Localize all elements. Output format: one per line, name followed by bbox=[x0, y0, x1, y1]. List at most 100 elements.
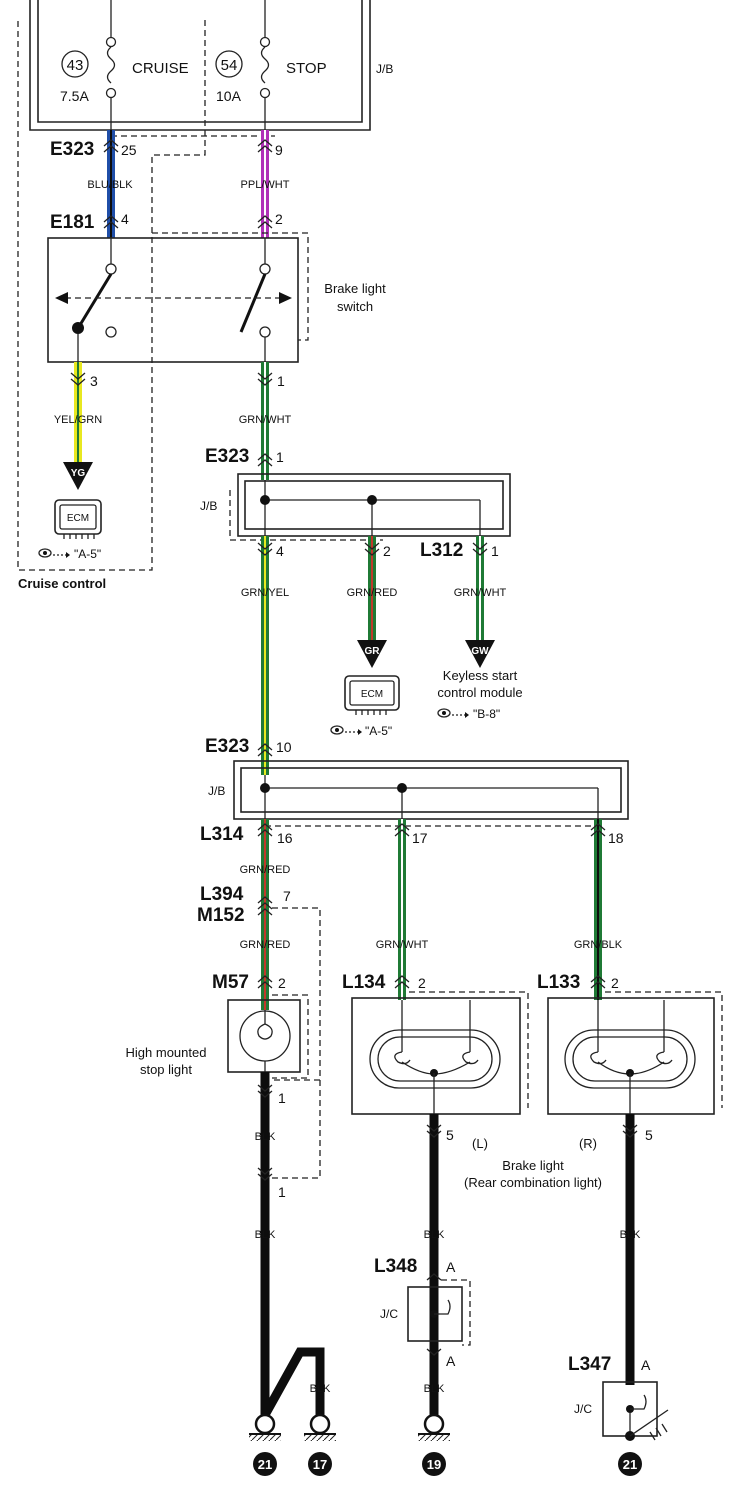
wire-label-blk: BLK bbox=[424, 1383, 445, 1395]
ground-number-19: 19 bbox=[422, 1452, 446, 1476]
ground-number-17: 17 bbox=[308, 1452, 332, 1476]
connector-e323-mid: E323 bbox=[205, 446, 249, 467]
connector-l348: L348 bbox=[374, 1256, 417, 1277]
pin-label: 9 bbox=[275, 142, 283, 158]
pin-label: 18 bbox=[608, 830, 624, 846]
pin-label: A bbox=[641, 1357, 651, 1373]
pin-label: 7 bbox=[283, 888, 291, 904]
svg-text:21: 21 bbox=[623, 1457, 637, 1472]
ref-a5-cruise: "A-5" bbox=[74, 547, 101, 561]
connector-l133: L133 bbox=[537, 972, 580, 993]
hmsl-label-line2: stop light bbox=[140, 1062, 192, 1077]
pin-label: 2 bbox=[278, 975, 286, 991]
pin-label: 5 bbox=[446, 1127, 454, 1143]
eye-icon bbox=[437, 708, 469, 718]
connector-l314: L314 bbox=[200, 824, 244, 845]
wire-label-blk: BLK bbox=[310, 1383, 331, 1395]
label-right: (R) bbox=[579, 1136, 597, 1151]
hmsl-label-line1: High mounted bbox=[126, 1045, 207, 1060]
junction-connector-l347: J/C bbox=[574, 1381, 669, 1441]
wire-label-blk: BLK bbox=[255, 1131, 276, 1143]
pin-label: 17 bbox=[412, 830, 428, 846]
pin-label: 2 bbox=[383, 543, 391, 559]
svg-text:17: 17 bbox=[313, 1457, 327, 1472]
wire-label-blu-blk: BLU/BLK bbox=[87, 179, 133, 191]
wire-label-grn-blk: GRN/BLK bbox=[574, 939, 623, 951]
connector-m57: M57 bbox=[212, 972, 249, 993]
pin-label: 2 bbox=[275, 211, 283, 227]
pin-label: 25 bbox=[121, 142, 137, 158]
svg-text:J/C: J/C bbox=[574, 1402, 592, 1416]
wire-label-grn-red: GRN/RED bbox=[240, 864, 291, 876]
fuse-number: 43 bbox=[67, 57, 84, 74]
wire-blk-hmsl bbox=[260, 1072, 325, 1418]
bulb-icon bbox=[257, 1010, 273, 1040]
fuse-element bbox=[260, 46, 270, 84]
ecm-cruise: ECM bbox=[54, 499, 102, 539]
ground-number-21: 21 bbox=[253, 1452, 277, 1476]
fuse-element bbox=[106, 46, 116, 84]
eye-icon bbox=[330, 725, 362, 735]
ground-symbol bbox=[418, 1413, 450, 1441]
junction-block-top: J/B bbox=[29, 0, 393, 131]
connector-e323-low: E323 bbox=[205, 736, 249, 757]
fuse-name: STOP bbox=[286, 60, 327, 77]
ground-symbol bbox=[304, 1413, 336, 1441]
svg-text:GW: GW bbox=[471, 646, 489, 657]
l394-dash bbox=[272, 907, 321, 1081]
fuse-name: CRUISE bbox=[132, 60, 189, 77]
connector-l394: L394 bbox=[200, 884, 244, 905]
bulb-filament-icon bbox=[394, 1051, 479, 1065]
pin-label: 2 bbox=[418, 975, 426, 991]
flag-gw: GW bbox=[465, 640, 495, 668]
svg-text:ECM: ECM bbox=[361, 689, 383, 700]
fuse-rating: 7.5A bbox=[60, 88, 89, 104]
fuse-rating: 10A bbox=[216, 88, 242, 104]
pin-label: 1 bbox=[278, 1090, 286, 1106]
ground-number-21b: 21 bbox=[618, 1452, 642, 1476]
wire-label-ppl-wht: PPL/WHT bbox=[241, 179, 290, 191]
connector-l347: L347 bbox=[568, 1354, 611, 1375]
pin-label: A bbox=[446, 1353, 456, 1369]
connector-m152: M152 bbox=[197, 905, 245, 926]
svg-text:19: 19 bbox=[427, 1457, 441, 1472]
brake-light-right bbox=[547, 991, 723, 1115]
wire-label-blk: BLK bbox=[424, 1229, 445, 1241]
wire-label-grn-red: GRN/RED bbox=[347, 587, 398, 599]
cruise-control-label: Cruise control bbox=[18, 576, 106, 591]
pin-label: A bbox=[446, 1259, 456, 1275]
pin-label: 1 bbox=[491, 543, 499, 559]
wire-label-grn-red-2: GRN/RED bbox=[240, 939, 291, 951]
label-left: (L) bbox=[472, 1136, 488, 1151]
svg-text:GR: GR bbox=[365, 646, 381, 657]
high-mounted-stop-light: High mounted stop light bbox=[126, 994, 309, 1079]
pin-label: 2 bbox=[611, 975, 619, 991]
brake-switch-label-line2: switch bbox=[337, 299, 373, 314]
jb-label-top: J/B bbox=[376, 62, 393, 76]
keyless-label-line1: Keyless start bbox=[443, 668, 518, 683]
pin-label: 1 bbox=[277, 373, 285, 389]
svg-text:ECM: ECM bbox=[67, 513, 89, 524]
eye-icon bbox=[38, 548, 70, 558]
junction-block-mid: J/B bbox=[200, 473, 511, 541]
svg-text:21: 21 bbox=[258, 1457, 272, 1472]
fuse-cruise: 43 7.5A CRUISE bbox=[60, 0, 189, 130]
pin-label: 1 bbox=[278, 1184, 286, 1200]
ecm-brake: ECM bbox=[344, 675, 400, 715]
ref-a5-brake: "A-5" bbox=[365, 724, 392, 738]
wire-label-grn-yel: GRN/YEL bbox=[241, 587, 289, 599]
svg-text:J/C: J/C bbox=[380, 1307, 398, 1321]
svg-text:J/B: J/B bbox=[208, 784, 225, 798]
svg-text:J/B: J/B bbox=[200, 499, 217, 513]
brake-light-label-line1: Brake light bbox=[502, 1158, 564, 1173]
junction-connector-l348: J/C bbox=[380, 1279, 471, 1346]
junction-block-low: J/B bbox=[208, 760, 629, 820]
brake-light-switch: Brake light switch bbox=[47, 232, 386, 363]
ground-symbol bbox=[249, 1413, 281, 1441]
pin-label: 4 bbox=[121, 211, 129, 227]
svg-text:YG: YG bbox=[71, 468, 86, 479]
connector-l134: L134 bbox=[342, 972, 386, 993]
wire-label-blk: BLK bbox=[255, 1229, 276, 1241]
connector-e323-top: E323 bbox=[50, 139, 94, 160]
pin-label: 1 bbox=[276, 449, 284, 465]
